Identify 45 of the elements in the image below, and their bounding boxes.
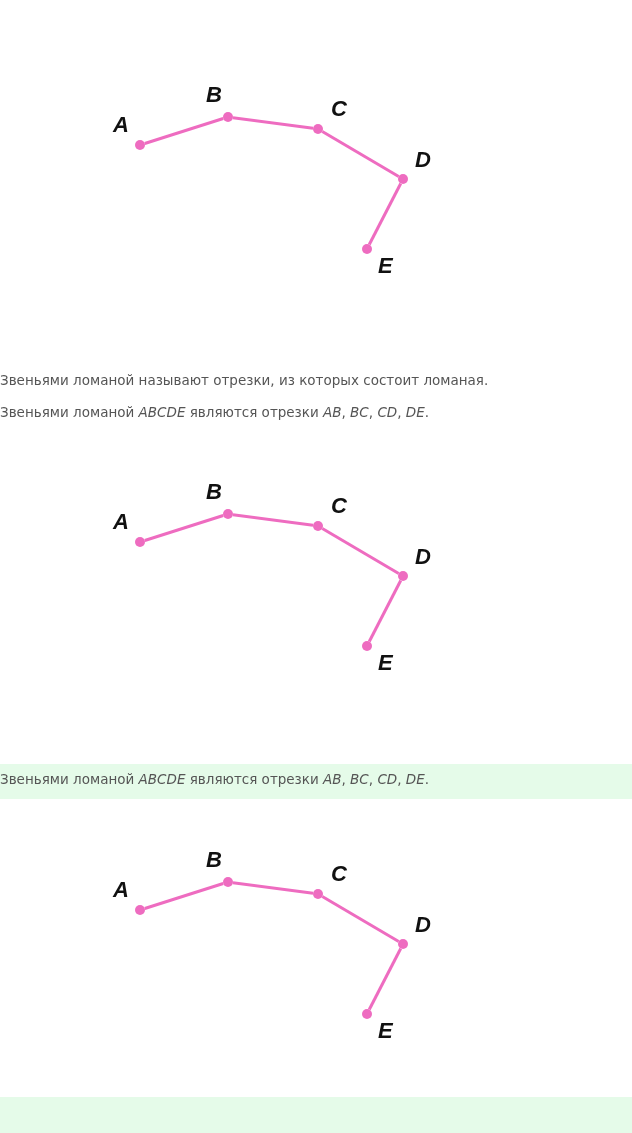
polyline-segment bbox=[367, 579, 403, 643]
polyline-segment bbox=[321, 527, 400, 575]
point-label: D bbox=[415, 546, 431, 568]
polyline-segment bbox=[367, 182, 403, 246]
polyline-segment bbox=[232, 116, 314, 130]
point-dot bbox=[362, 244, 372, 254]
point-dot bbox=[313, 521, 323, 531]
point-dot bbox=[362, 641, 372, 651]
point-dot bbox=[398, 939, 408, 949]
polyline-segment bbox=[144, 882, 224, 910]
point-dot bbox=[223, 509, 233, 519]
point-label: B bbox=[206, 481, 222, 503]
text-line: Звеньями ломаной ABCDE являются отрезки AB, BC, CD, DE. bbox=[0, 771, 430, 788]
point-label: C bbox=[331, 495, 347, 517]
polyline-segment bbox=[144, 514, 224, 542]
point-dot bbox=[313, 889, 323, 899]
polyline-segment bbox=[321, 130, 400, 178]
point-label: E bbox=[378, 255, 393, 277]
point-dot bbox=[135, 140, 145, 150]
point-dot bbox=[223, 877, 233, 887]
point-label: D bbox=[415, 149, 431, 171]
point-label: A bbox=[113, 879, 129, 901]
point-label: B bbox=[206, 849, 222, 871]
point-label: C bbox=[331, 863, 347, 885]
point-dot bbox=[135, 537, 145, 547]
point-dot bbox=[313, 124, 323, 134]
polyline-segment bbox=[232, 513, 314, 527]
point-label: B bbox=[206, 84, 222, 106]
point-dot bbox=[223, 112, 233, 122]
polyline-segment bbox=[321, 895, 400, 943]
polyline-segment bbox=[367, 947, 403, 1011]
point-label: A bbox=[113, 511, 129, 533]
point-label: E bbox=[378, 1020, 393, 1042]
polyline-segment bbox=[232, 881, 314, 895]
point-dot bbox=[362, 1009, 372, 1019]
text-line: Звеньями ломаной называют отрезки, из которых состоит ломаная. bbox=[0, 372, 489, 389]
polyline-segment bbox=[144, 117, 224, 145]
point-label: C bbox=[331, 98, 347, 120]
point-label: E bbox=[378, 652, 393, 674]
point-dot bbox=[135, 905, 145, 915]
point-label: D bbox=[415, 914, 431, 936]
point-label: A bbox=[113, 114, 129, 136]
point-dot bbox=[398, 571, 408, 581]
point-dot bbox=[398, 174, 408, 184]
text-line: Звеньями ломаной ABCDE являются отрезки AB, BC, CD, DE. bbox=[0, 404, 430, 421]
